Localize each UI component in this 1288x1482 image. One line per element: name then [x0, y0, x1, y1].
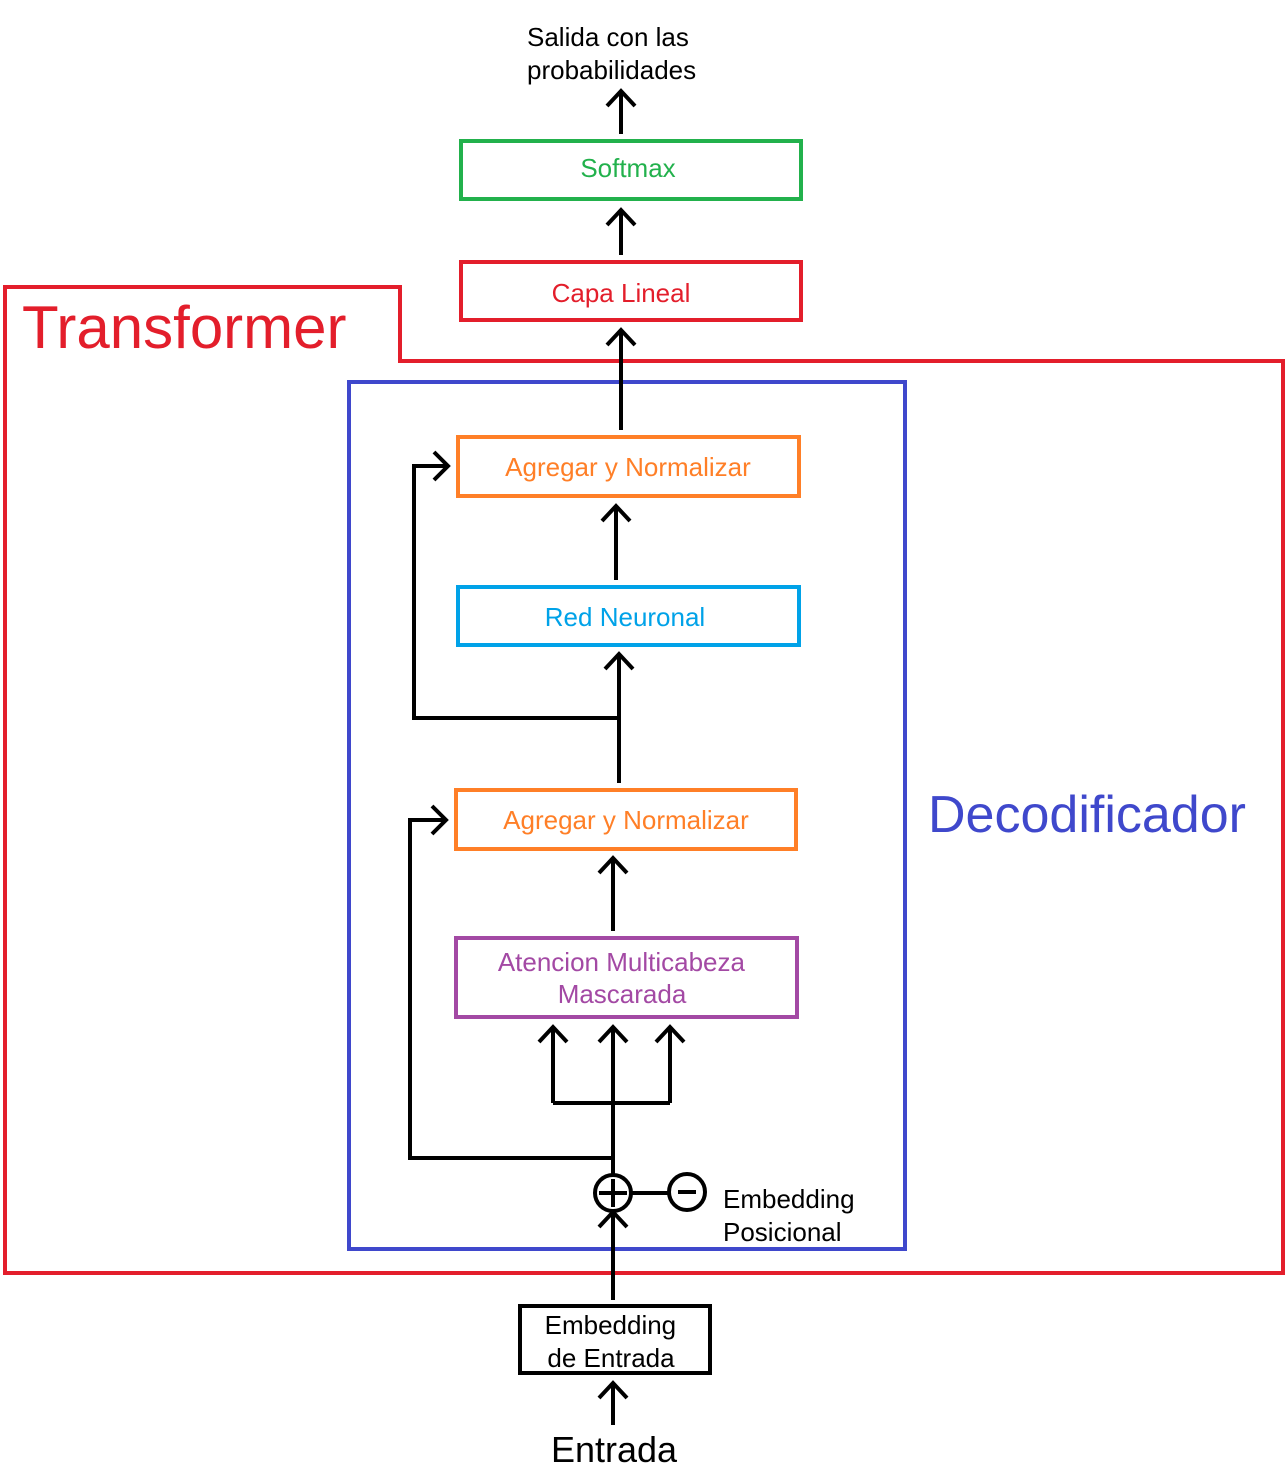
arrow-head: [432, 450, 451, 482]
arrow-head: [600, 503, 632, 523]
plus-icon: [593, 1173, 633, 1213]
masked-attention-box: [454, 936, 799, 1019]
linear-layer-box: [459, 260, 803, 322]
add-norm-bottom-label: Agregar y Normalizar: [503, 805, 749, 835]
arrow-head: [597, 1024, 629, 1044]
positional-embedding-label: Embedding Posicional: [723, 1184, 862, 1247]
sine-wave-icon: [667, 1172, 707, 1212]
transformer-frame: [3, 285, 1285, 1275]
arrow-head: [605, 207, 637, 227]
add-norm-top-label: Agregar y Normalizar: [505, 452, 751, 482]
arrow-head: [603, 651, 635, 671]
arrow-head: [605, 88, 637, 108]
decoder-title: Decodificador: [928, 786, 1246, 844]
input-label: Entrada: [551, 1429, 678, 1470]
input-embedding-label: Embedding de Entrada: [545, 1310, 684, 1373]
add-norm-bottom-box: [454, 788, 798, 851]
feed-forward-label: Red Neuronal: [545, 602, 705, 632]
arrow-head: [430, 804, 449, 836]
linear-layer-label: Capa Lineal: [552, 278, 691, 308]
arrow-head: [605, 327, 637, 347]
transformer-title: Transformer: [22, 294, 347, 361]
softmax-box: [459, 139, 803, 201]
feed-forward-box: [456, 585, 801, 647]
residual-ffn: [412, 464, 619, 720]
residual-attention: [408, 818, 613, 1160]
masked-attention-label: Atencion Multicabeza Mascarada: [498, 947, 752, 1009]
connectors: [408, 88, 686, 1425]
arrow-head: [654, 1024, 686, 1044]
input-embedding-box: [518, 1304, 712, 1375]
softmax-label: Softmax: [580, 153, 675, 183]
arrow-head: [597, 855, 629, 875]
add-norm-top-box: [456, 435, 801, 498]
arrow-head: [597, 1380, 629, 1400]
output-label: Salida con las probabilidades: [527, 22, 696, 85]
decoder-frame: [347, 380, 907, 1251]
arrow-head: [537, 1024, 569, 1044]
